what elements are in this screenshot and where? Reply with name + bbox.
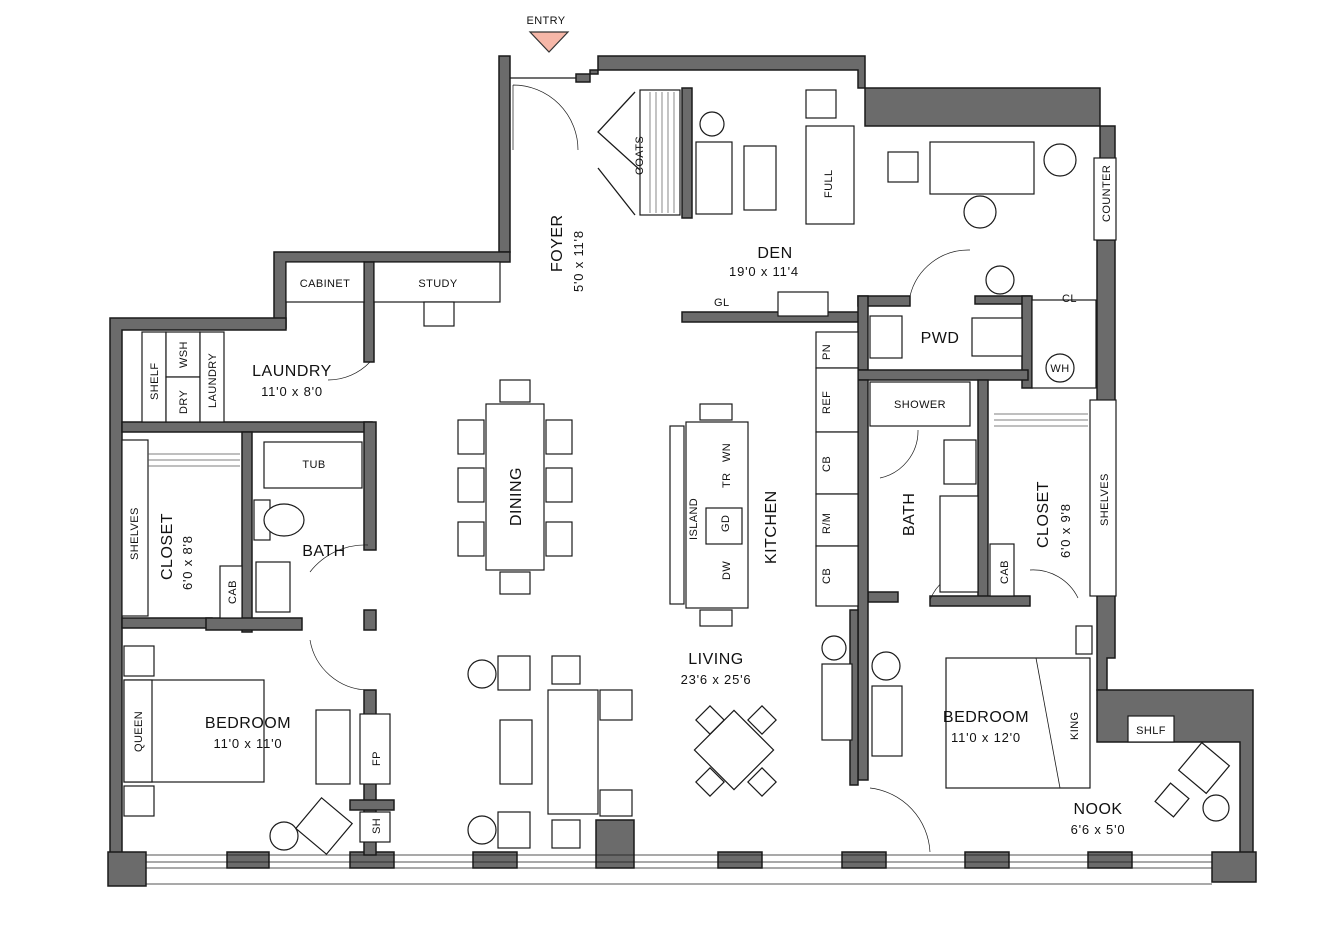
gd-label: GD [720, 515, 732, 532]
shelves-left-label: SHELVES [129, 507, 141, 560]
dry-label: DRY [178, 390, 190, 414]
dining-table [457, 379, 573, 595]
window-band [146, 854, 1212, 885]
gl-label: GL [714, 297, 729, 309]
bedroom-left-dim: 11'0 x 11'0 [214, 736, 283, 751]
dining-name: DINING [508, 467, 525, 526]
den-name: DEN [757, 245, 792, 262]
nook-name: NOOK [1073, 801, 1122, 818]
pn-label: PN [821, 344, 833, 360]
bedroom-right-dim: 11'0 x 12'0 [951, 730, 1021, 745]
bath-right-name: BATH [901, 493, 918, 536]
living-name: LIVING [688, 651, 743, 668]
nook-furniture: SHLF [1127, 715, 1231, 822]
full-label: FULL [823, 170, 835, 199]
laundry-dim: 11'0 x 8'0 [261, 384, 323, 399]
coats-label: COATS [634, 136, 646, 175]
fp-label: FP [371, 751, 383, 766]
closet-right-dim: 6'0 x 9'8 [1058, 503, 1073, 558]
tub-label: TUB [302, 459, 325, 471]
left-closet: SHELVES CAB [121, 439, 243, 619]
bedroom-left-name: BEDROOM [205, 715, 291, 732]
left-bedroom-furniture: QUEEN FP SH [123, 645, 391, 856]
shlf-label: SHLF [1136, 725, 1166, 737]
foyer-dim: 5'0 x 11'8 [571, 230, 586, 292]
kitchen-name: KITCHEN [763, 490, 780, 564]
foyer-name: FOYER [549, 214, 566, 272]
wn-label: WN [721, 443, 733, 462]
left-bath-fixtures: TUB [253, 441, 363, 613]
counter-label: COUNTER [1101, 165, 1113, 222]
laundry-small-label: LAUNDRY [207, 353, 219, 408]
bath-left-name: BATH [302, 543, 345, 560]
cb2-label: CB [821, 568, 833, 584]
pwd-name: PWD [921, 330, 960, 347]
sh-label: SH [371, 818, 383, 834]
cb1-label: CB [821, 456, 833, 472]
shelves-right-label: SHELVES [1099, 473, 1111, 526]
cabinet-label: CABINET [300, 278, 350, 290]
wsh-label: WSH [178, 341, 190, 368]
cab-left-label: CAB [227, 580, 239, 604]
king-label: KING [1069, 712, 1081, 741]
laundry-units: SHELF WSH DRY LAUNDRY [141, 331, 225, 423]
cl-label: CL [1062, 293, 1077, 305]
closet-right-name: CLOSET [1035, 481, 1052, 548]
kitchen-island: ISLAND WN TR GD DW [669, 403, 749, 627]
coats-closet: COATS [597, 89, 681, 216]
kitchen-cabinets: PN REF CB R/M CB [815, 331, 859, 607]
closet-left-name: CLOSET [159, 513, 176, 580]
entry-marker: ENTRY [526, 15, 570, 53]
den-dim: 19'0 x 11'4 [729, 264, 799, 279]
wh-label: WH [1050, 363, 1069, 375]
closet-left-dim: 6'0 x 8'8 [180, 535, 195, 590]
cab-right-label: CAB [999, 560, 1011, 584]
laundry-name: LAUNDRY [252, 363, 332, 380]
entry-label: ENTRY [526, 15, 565, 27]
nook-dim: 6'6 x 5'0 [1071, 822, 1126, 837]
queen-label: QUEEN [133, 711, 145, 752]
island-label: ISLAND [688, 498, 700, 540]
bedroom-right-name: BEDROOM [943, 709, 1029, 726]
ref-label: REF [821, 391, 833, 414]
right-bedroom-furniture: KING [871, 625, 1093, 789]
right-bath-fixtures: SHOWER [869, 381, 979, 593]
shelf-label: SHELF [149, 363, 161, 400]
den-furniture: FULL COUNTER GL [695, 89, 1117, 317]
tr-label: TR [721, 473, 733, 488]
living-furniture [467, 635, 853, 849]
shower-label: SHOWER [894, 399, 946, 411]
cabinet-study: CABINET STUDY [285, 261, 501, 327]
rm-label: R/M [821, 513, 833, 534]
living-dim: 23'6 x 25'6 [681, 672, 752, 687]
study-label: STUDY [418, 278, 458, 290]
powder-room-fixtures: WH CL [869, 265, 1097, 389]
right-closet: SHELVES CAB [989, 399, 1117, 597]
dw-label: DW [721, 561, 733, 580]
